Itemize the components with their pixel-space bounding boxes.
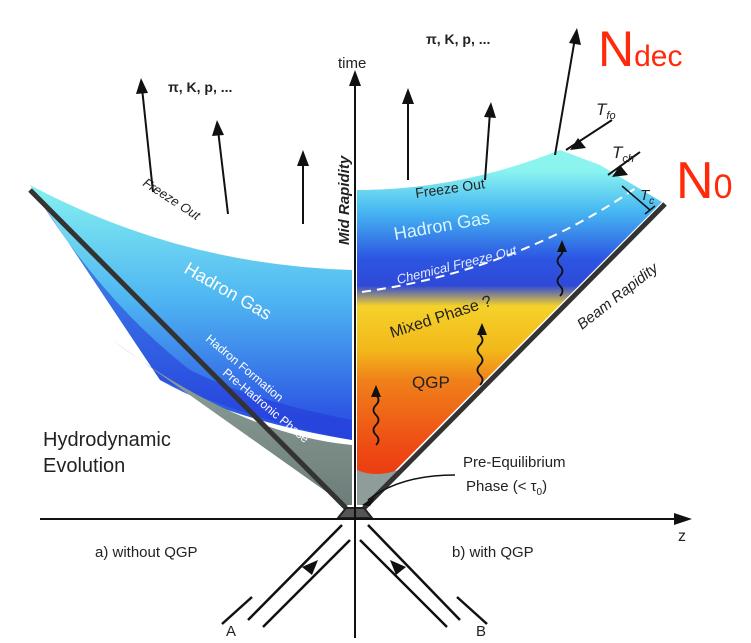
- left-hadron-formation-band: [30, 185, 352, 440]
- n-0-annotation: N0: [676, 152, 732, 210]
- z-axis-arrowhead: [674, 513, 692, 525]
- beam-a-label: A: [226, 623, 236, 638]
- chemical-freeze-out-line: [361, 184, 641, 293]
- left-hadron-gas-region: [30, 185, 352, 440]
- hydro-label-line2: Evolution: [43, 455, 125, 477]
- pre-equilibrium-label-line2: Phase (< τ0): [466, 478, 547, 498]
- photon-arrowheads: [371, 240, 567, 397]
- left-freeze-out-label: Freeze Out: [140, 175, 204, 224]
- photon-wavy-arrows: [372, 245, 564, 446]
- pre-equilibrium-pointer-head: [362, 496, 376, 506]
- qgp-label: QGP: [412, 373, 450, 392]
- time-axis-arrowhead: [349, 70, 361, 86]
- left-caption: a) without QGP: [95, 544, 198, 561]
- hydro-label-line1: Hydrodynamic: [43, 429, 171, 451]
- t-c-label: Tc: [640, 187, 654, 207]
- beam-arrows: [302, 560, 406, 575]
- left-particle-arrows: [141, 87, 304, 224]
- left-arrowheads: [136, 78, 309, 166]
- right-arrowheads: [402, 28, 628, 177]
- beam-b-label: B: [476, 623, 486, 638]
- z-axis-label: z: [678, 528, 686, 545]
- t-fo-label: Tfo: [596, 100, 616, 122]
- left-pre-hadronic-band: [112, 340, 352, 505]
- n-dec-annotation: Ndec: [598, 21, 682, 77]
- mid-rapidity-label: Mid Rapidity: [336, 155, 353, 245]
- pre-equilibrium-pointer: [367, 474, 456, 501]
- pre-equilibrium-label-line1: Pre-Equilibrium: [463, 454, 566, 471]
- left-light-cone: [28, 188, 348, 510]
- tc-tick: [621, 185, 651, 211]
- tc-tick-end: [644, 205, 656, 215]
- right-particle-arrows: [407, 37, 641, 181]
- right-fireball-region: [357, 150, 662, 500]
- right-caption: b) with QGP: [452, 544, 534, 561]
- right-particles-label: π, K, p, ...: [426, 31, 490, 47]
- left-particles-label: π, K, p, ...: [168, 79, 232, 95]
- time-axis-label: time: [338, 55, 366, 72]
- beam-lines: [221, 524, 488, 628]
- right-light-cone: [362, 202, 667, 510]
- t-ch-label: Tch: [612, 143, 634, 165]
